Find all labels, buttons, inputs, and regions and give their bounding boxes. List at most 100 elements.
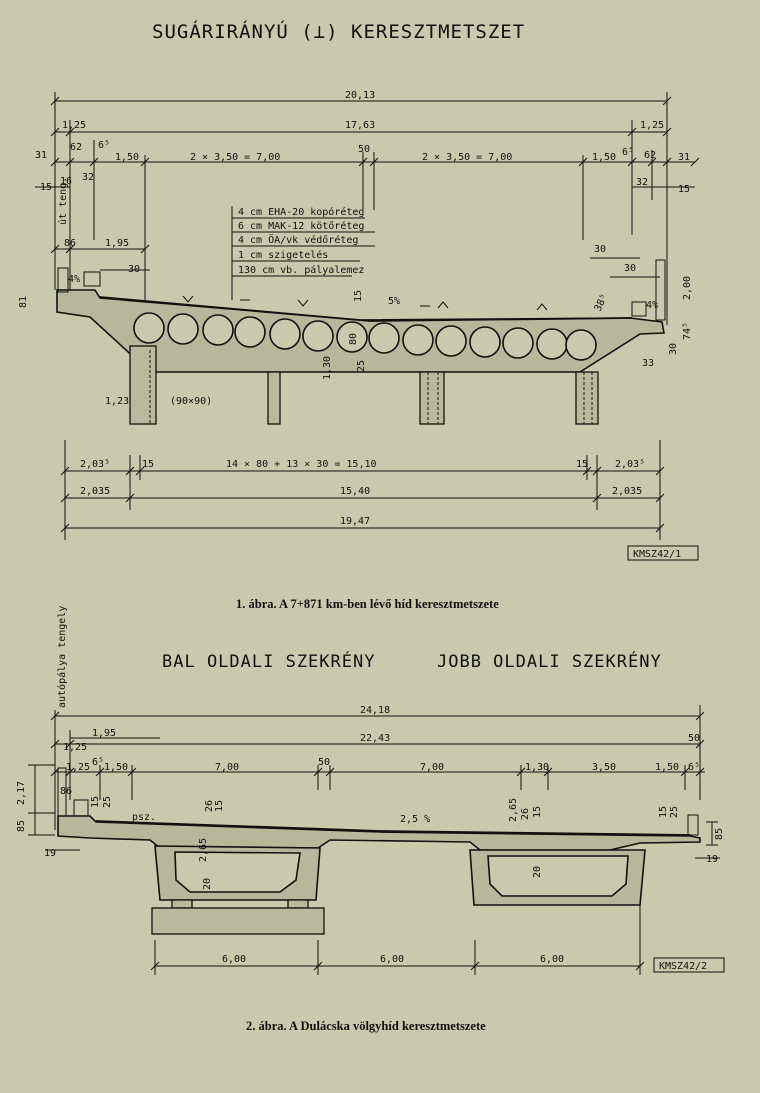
dim-62-right: 62 xyxy=(644,150,656,161)
dim-38-5: 38⁵ xyxy=(593,292,611,313)
fig1-wearing-surface xyxy=(99,296,633,322)
layer-4: 1 cm szigetelés xyxy=(238,249,328,261)
left-box-void xyxy=(174,851,301,893)
fig2-dim-15-left: 15 xyxy=(90,796,101,808)
dim-30-left: 30 xyxy=(128,264,140,275)
fig2-right-kerb xyxy=(687,814,699,836)
fig2-code: KMSZ42/2 xyxy=(659,961,707,972)
label-ut-tengely: út teng. xyxy=(57,177,69,225)
dim-total-top: 20,13 xyxy=(345,90,375,101)
figure-2-drawing: autópálya tengely 24,18 1,95 1,25 22,43 … xyxy=(16,606,725,975)
dim-50: 50 xyxy=(358,144,370,155)
fig2-top-dimension-lines xyxy=(50,705,705,830)
dim-2-03-5-left: 2,03⁵ xyxy=(80,459,110,470)
fig2-dim-1-50-left: 1,50 xyxy=(104,762,128,773)
fig2-dim-1-50-right: 1,50 xyxy=(655,762,679,773)
fig2-dim-2-65-right: 2,65 xyxy=(508,798,519,822)
dim-81: 81 xyxy=(18,296,29,308)
dim-2-03-5-right: 2,03⁵ xyxy=(615,459,645,470)
dim-32-left: 32 xyxy=(82,172,94,183)
fig2-dim-20-left: 20 xyxy=(202,878,213,890)
fig1-right-kerb xyxy=(631,301,647,317)
layer-legend-frame xyxy=(231,206,375,300)
dim-4pct-left: 4% xyxy=(68,274,80,285)
dim-2-035-right: 2,035 xyxy=(612,486,642,497)
fig1-code-box xyxy=(627,545,699,561)
fig1-piers xyxy=(129,345,599,425)
fig1-left-kerb xyxy=(83,271,101,287)
fig2-dim-19-left: 19 xyxy=(44,848,56,859)
label-psz: psz. xyxy=(132,812,156,823)
fig2-dim-85-left: 85 xyxy=(16,820,27,832)
fig1-bottom-dimension-lines xyxy=(60,440,665,540)
dim-lanes-left: 2 × 3,50 = 7,00 xyxy=(190,152,280,163)
fig2-dim-6-00-c: 6,00 xyxy=(540,954,564,965)
dim-1-30: 1,30 xyxy=(322,356,333,380)
right-box-title: JOBB OLDALI SZEKRÉNY xyxy=(437,652,662,672)
fig2-code-box xyxy=(653,957,725,973)
fig2-dim-20-right: 20 xyxy=(532,866,543,878)
dim-2-00: 2,00 xyxy=(682,276,693,300)
dim-80: 80 xyxy=(348,333,359,345)
fig1-circular-voids xyxy=(133,312,597,361)
dim-1-25-left: 1,25 xyxy=(62,120,86,131)
fig1-code: KMSZ42/1 xyxy=(633,549,681,560)
fig2-dim-15-box-right: 15 xyxy=(532,806,543,818)
fig2-dim-3-50: 3,50 xyxy=(592,762,616,773)
dim-62-left: 62 xyxy=(70,142,82,153)
fig1-left-railing xyxy=(57,267,69,293)
fig2-dim-26-left: 26 xyxy=(204,800,215,812)
dim-30-right-b: 30 xyxy=(624,263,636,274)
fig2-dim-7-00-right: 7,00 xyxy=(420,762,444,773)
dim-15-40: 15,40 xyxy=(340,486,370,497)
layer-2: 6 cm MAK-12 kötőréteg xyxy=(238,220,364,232)
dim-6-5-left: 6⁵ xyxy=(98,140,110,151)
fig2-dim-25-right: 25 xyxy=(669,806,680,818)
fig2-right-vertical-dims xyxy=(695,821,720,859)
dim-32-right: 32 xyxy=(636,177,648,188)
fig2-dim-1-25: 1,25 xyxy=(63,742,87,753)
layer-5: 130 cm vb. pályalemez xyxy=(238,264,364,276)
fig2-dim-50: 50 xyxy=(318,757,330,768)
fig2-dim-7-00-left: 7,00 xyxy=(215,762,239,773)
fig1-dashes xyxy=(240,299,430,307)
dim-15-bottom-left: 15 xyxy=(142,459,154,470)
dim-17-63: 17,63 xyxy=(345,120,375,131)
dim-30-right-a: 30 xyxy=(594,244,606,255)
dim-2-035-left: 2,035 xyxy=(80,486,110,497)
fig2-dim-15-right: 15 xyxy=(658,806,669,818)
section-title: SUGÁRIRÁNYÚ (⊥) KERESZTMETSZET xyxy=(152,21,526,43)
fig2-dim-1-25-b: 1,25 xyxy=(66,762,90,773)
fig1-pier-dash xyxy=(149,350,593,424)
fig1-right-railing xyxy=(655,259,666,321)
fig2-dim-1-95: 1,95 xyxy=(92,728,116,739)
dim-74-5: 74⁵ xyxy=(682,322,693,340)
fig2-dim-2-65-left: 2,65 xyxy=(198,838,209,862)
fig2-dim-6-00-b: 6,00 xyxy=(380,954,404,965)
dim-1-23: 1,23 xyxy=(105,396,129,407)
label-autopalya-tengely: autópálya tengely xyxy=(56,606,68,708)
fig2-dim-1-30: 1,30 xyxy=(525,762,549,773)
fig2-dim-6-00-a: 6,00 xyxy=(222,954,246,965)
fig2-dim-6-5-left: 6⁵ xyxy=(92,757,104,768)
dim-31-left: 31 xyxy=(35,150,47,161)
layer-3: 4 cm ÖA/vk védőréteg xyxy=(238,233,358,246)
fig1-dimension-ticks xyxy=(50,96,700,254)
figure-1-drawing: 20,13 1,25 17,63 1,25 31 62 6⁵ 1,50 2 × … xyxy=(18,90,700,561)
dim-1-25-right: 1,25 xyxy=(640,120,664,131)
fig2-dim-24-18: 24,18 xyxy=(360,705,390,716)
dim-33: 33 xyxy=(642,358,654,369)
fig2-dim-6-5-right: 6⁵ xyxy=(688,762,700,773)
dim-16: 16 xyxy=(60,176,72,187)
dim-15-right: 15 xyxy=(678,184,690,195)
fig2-bottom-dimension-lines xyxy=(150,905,645,975)
slope-2-5pct: 2,5 % xyxy=(400,814,430,825)
slope-5pct: 5% xyxy=(388,296,400,307)
fig2-left-vertical-dims xyxy=(28,764,80,851)
dim-25: 25 xyxy=(356,360,367,372)
fig2-dim-2-17: 2,17 xyxy=(16,781,27,805)
dim-30-vert: 30 xyxy=(668,343,679,355)
fig2-dim-50-right: 50 xyxy=(688,733,700,744)
fig2-dim-85-right: 85 xyxy=(714,828,725,840)
dim-voids: 14 × 80 + 13 × 30 = 15,10 xyxy=(226,459,377,470)
